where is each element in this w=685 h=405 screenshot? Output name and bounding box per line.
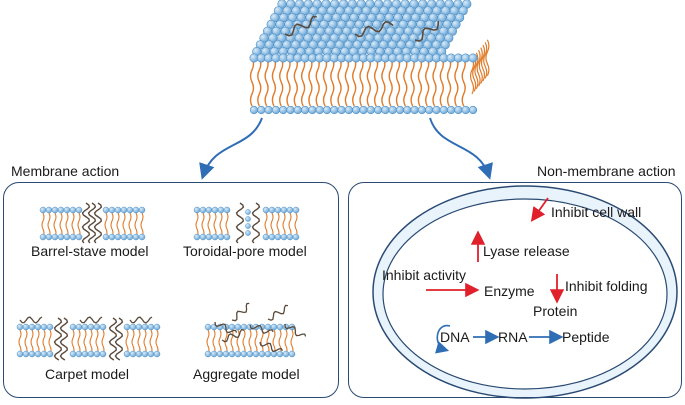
rna-label: RNA (498, 329, 528, 345)
lyase-release-label: Lyase release (483, 243, 570, 259)
inhibit-folding-label: Inhibit folding (565, 278, 648, 294)
peptide-helix (284, 15, 317, 37)
peptide-helix (354, 20, 394, 38)
arrow-to-membrane-action (199, 117, 263, 180)
toroidal-pore-thumbnail (193, 202, 300, 244)
barrel-stave-label: Barrel-stave model (31, 243, 149, 259)
carpet-thumbnail (16, 316, 161, 361)
inhibit-activity-label: Inhibit activity (382, 267, 467, 283)
inhibit-cell-wall-arrow (530, 197, 549, 222)
non-membrane-action-title: Non-membrane action (537, 163, 676, 179)
dna-label: DNA (440, 329, 470, 345)
barrel-stave-thumbnail (39, 202, 146, 244)
cell-inner-membrane (382, 198, 668, 390)
bacterial-cell (372, 185, 678, 399)
membrane-slab (249, 0, 490, 115)
toroidal-pore-label: Toroidal-pore model (183, 243, 307, 259)
aggregate-label: Aggregate model (193, 366, 300, 382)
dna-replication-loop (435, 324, 451, 354)
membrane-models (16, 202, 307, 361)
carpet-label: Carpet model (45, 366, 130, 382)
membrane-action-panel (3, 182, 339, 398)
peptide-helix (414, 20, 440, 42)
protein-label: Protein (533, 303, 578, 319)
slab-tails (249, 39, 490, 107)
non-membrane-action-panel (348, 182, 682, 398)
enzyme-label: Enzyme (484, 283, 535, 299)
peptide-label: Peptide (562, 329, 610, 345)
aggregate-thumbnail (204, 302, 307, 358)
arrow-to-non-membrane-action (429, 117, 493, 180)
inhibit-cell-wall-label: Inhibit cell wall (551, 204, 642, 220)
membrane-action-title: Membrane action (11, 163, 120, 179)
slab-heads (249, 0, 478, 115)
